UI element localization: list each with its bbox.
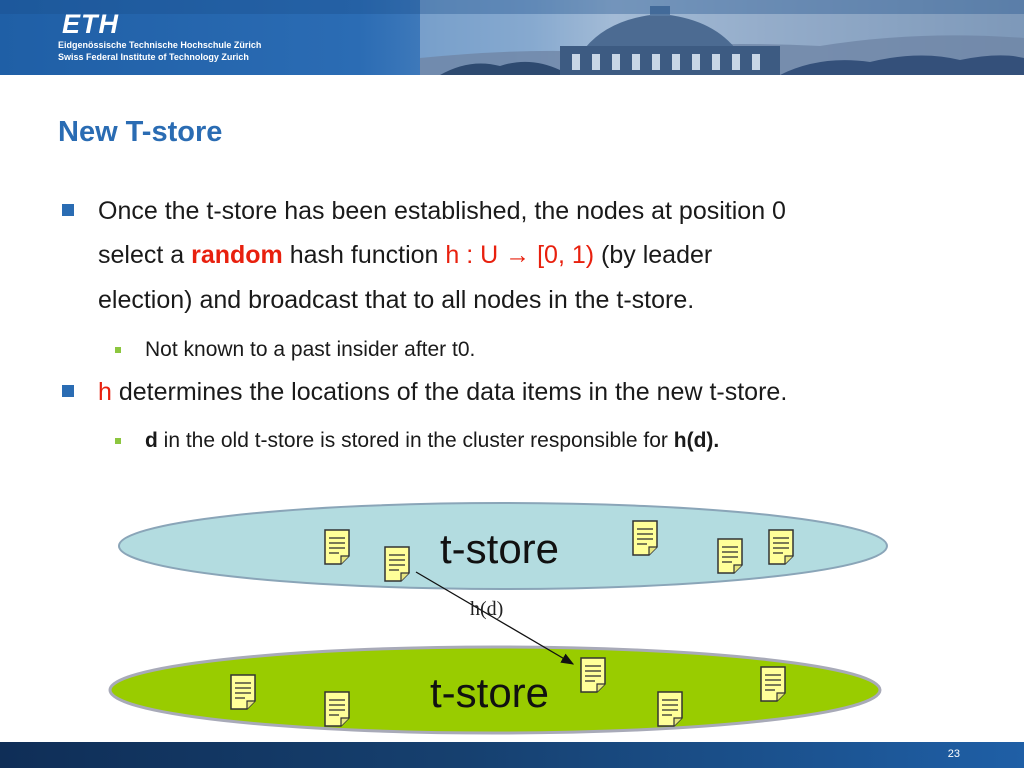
bullet-2: h determines the locations of the data i… — [98, 371, 787, 414]
data-item-note-icon — [760, 666, 786, 702]
sub-bullet-marker — [115, 438, 121, 444]
bullet-1-line-1: Once the t-store has been established, t… — [98, 190, 786, 233]
new-tstore-ellipse — [108, 645, 882, 735]
bullet-1-line-3: election) and broadcast that to all node… — [98, 279, 694, 322]
random-emphasis: random — [191, 241, 283, 269]
hash-mapping-arrow — [415, 571, 575, 665]
bullet-2-text: determines the locations of the data ite… — [111, 378, 788, 406]
data-item-note-icon — [230, 674, 256, 710]
hash-function-formula: h : U → [0, 1) — [445, 241, 595, 269]
header-banner: ETH Eidgenössische Technische Hochschule… — [0, 0, 1024, 75]
new-tstore-label: t-store — [430, 669, 549, 716]
sub-bullet-2: d in the old t-store is stored in the cl… — [145, 427, 719, 455]
d-emphasis: d — [145, 429, 158, 452]
bullet-1-text: election) and broadcast that to all node… — [98, 286, 695, 314]
data-item-note-icon — [384, 546, 410, 582]
tstore-diagram: t-store t-store h(d) — [108, 502, 888, 735]
eth-logo: ETH — [62, 9, 119, 39]
hd-emphasis: h(d). — [673, 429, 720, 452]
bullet-marker — [62, 204, 74, 216]
building-photo — [0, 0, 1024, 75]
old-tstore-ellipse — [118, 502, 888, 590]
data-item-note-icon — [324, 691, 350, 727]
bullet-1-text: Once the t-store has been established, t… — [98, 197, 786, 225]
bullet-1-text: (by leader — [594, 241, 713, 269]
page-number: 23 — [947, 748, 960, 760]
hash-mapping-label: h(d) — [470, 598, 503, 620]
h-emphasis: h — [98, 378, 112, 406]
bullet-marker — [62, 385, 74, 397]
old-tstore-label: t-store — [440, 525, 559, 572]
footer-bar: 23 — [0, 742, 1024, 768]
institution-name-english: Swiss Federal Institute of Technology Zu… — [58, 52, 249, 62]
bullet-1-text: select a — [98, 241, 192, 269]
slide-title: New T-store — [58, 116, 223, 148]
data-item-note-icon — [717, 538, 743, 574]
sub-bullet-1: Not known to a past insider after t0. — [145, 338, 476, 361]
data-item-note-icon — [657, 691, 683, 727]
institution-name-german: Eidgenössische Technische Hochschule Zür… — [58, 40, 262, 50]
bullet-1-line-2: select a random hash function h : U → [0… — [98, 234, 712, 277]
bullet-1-text: hash function — [282, 241, 446, 269]
data-item-note-icon — [580, 657, 606, 693]
data-item-note-icon — [632, 520, 658, 556]
data-item-note-icon — [768, 529, 794, 565]
data-item-note-icon — [324, 529, 350, 565]
sub-bullet-2-text: in the old t-store is stored in the clus… — [157, 429, 674, 452]
sub-bullet-marker — [115, 347, 121, 353]
